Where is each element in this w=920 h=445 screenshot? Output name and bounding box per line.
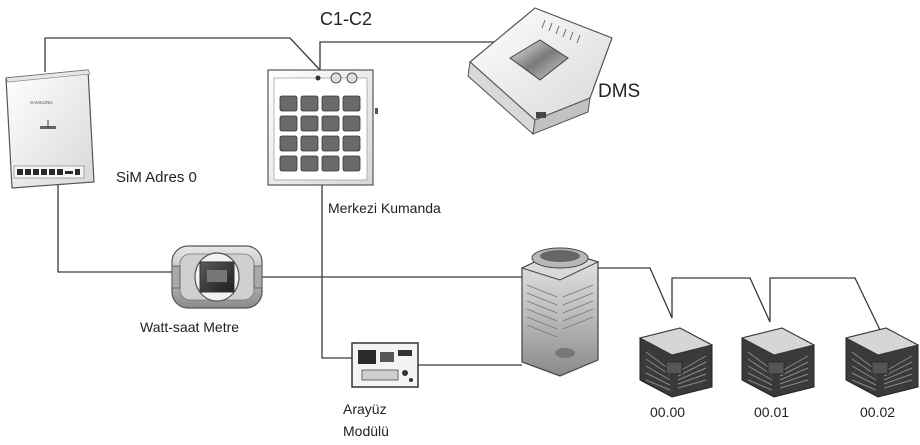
keypad-key bbox=[342, 95, 361, 112]
central-to-interface-line bbox=[321, 185, 352, 359]
sim-brand-mark: SAMSUNG bbox=[30, 100, 53, 105]
indoor-unit-label-1: 00.01 bbox=[754, 404, 789, 420]
outdoor-unit bbox=[520, 247, 600, 377]
indoor-cassette-unit bbox=[740, 327, 816, 398]
status-led bbox=[315, 75, 321, 81]
keypad-key bbox=[342, 115, 361, 132]
indoor-bus-1-2 bbox=[769, 277, 881, 331]
keypad-key bbox=[300, 95, 319, 112]
indoor-units bbox=[638, 327, 920, 398]
keypad-key bbox=[342, 135, 361, 152]
indoor-unit-label-0: 00.00 bbox=[650, 404, 685, 420]
interface-module bbox=[351, 342, 419, 388]
keypad-key bbox=[300, 115, 319, 132]
interface-label-line1: Arayüz bbox=[343, 401, 387, 417]
keypad-key bbox=[342, 155, 361, 172]
dms-vent bbox=[541, 19, 581, 44]
wiring bbox=[44, 37, 881, 366]
dms-device bbox=[467, 7, 613, 135]
watt-hour-meter bbox=[171, 245, 263, 309]
indoor-cassette-unit bbox=[638, 327, 714, 398]
central-controller bbox=[267, 69, 378, 186]
keypad-key bbox=[321, 135, 340, 152]
keypad-key bbox=[279, 95, 298, 112]
sim-label: SiM Adres 0 bbox=[116, 169, 197, 186]
sim-device: SAMSUNG bbox=[5, 69, 95, 189]
watt-meter-label: Watt-saat Metre bbox=[140, 319, 239, 335]
outdoor-grille bbox=[526, 284, 594, 338]
sim-port-row bbox=[17, 169, 80, 175]
controller-keypad bbox=[279, 95, 361, 172]
indoor-cassette-unit bbox=[844, 327, 920, 398]
c1-c2-bus-label: C1-C2 bbox=[320, 9, 372, 29]
keypad-key bbox=[279, 135, 298, 152]
central-controller-label: Merkezi Kumanda bbox=[328, 200, 441, 216]
keypad-key bbox=[321, 155, 340, 172]
keypad-key bbox=[279, 115, 298, 132]
dms-label: DMS bbox=[598, 81, 640, 102]
c1-c2-bus-left bbox=[44, 37, 321, 72]
knob-icon bbox=[330, 72, 342, 84]
outdoor-to-indoor-line bbox=[592, 267, 673, 319]
sim-power-line bbox=[57, 185, 180, 273]
indoor-unit-label-2: 00.02 bbox=[860, 404, 895, 420]
knob-icon bbox=[346, 72, 358, 84]
keypad-key bbox=[300, 135, 319, 152]
keypad-key bbox=[300, 155, 319, 172]
keypad-key bbox=[321, 95, 340, 112]
keypad-key bbox=[279, 155, 298, 172]
c1-c2-bus-right bbox=[319, 41, 500, 70]
interface-label-line2: Modülü bbox=[343, 423, 389, 439]
indoor-bus-0-1 bbox=[671, 277, 771, 323]
keypad-key bbox=[321, 115, 340, 132]
